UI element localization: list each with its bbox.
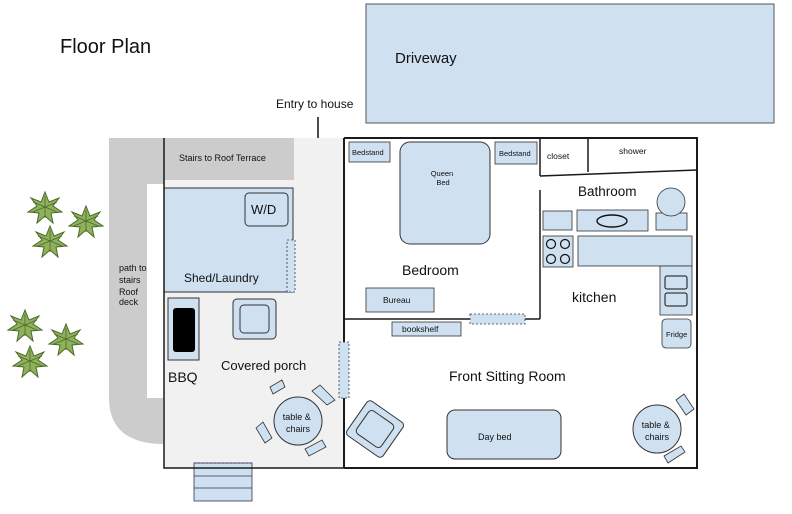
bureau xyxy=(365,287,435,313)
house-outer-wall xyxy=(344,137,698,469)
bbq-label: BBQ xyxy=(168,369,198,385)
kitchen-counter xyxy=(577,235,693,267)
sitting-chair-small xyxy=(675,393,695,416)
burner-icon xyxy=(545,238,557,250)
bedroom-door xyxy=(469,313,526,325)
bathroom-label: Bathroom xyxy=(578,184,637,199)
day-bed-label: Day bed xyxy=(478,432,512,442)
bookshelf-label: bookshelf xyxy=(402,324,439,334)
porch-chair-small xyxy=(311,384,336,406)
bureau-label: Bureau xyxy=(383,295,411,305)
porch-chair-seat xyxy=(239,304,270,334)
porch-chair-small xyxy=(269,379,286,395)
kitchen-cabinet xyxy=(659,265,693,316)
fridge xyxy=(661,318,692,349)
washer-dryer xyxy=(244,192,289,227)
burner-icon xyxy=(559,238,571,250)
day-bed xyxy=(446,409,562,460)
front-door xyxy=(338,341,350,399)
bath-cabinet xyxy=(542,210,573,231)
bedstand-right-label: Bedstand xyxy=(499,149,531,158)
shed-door xyxy=(286,239,296,293)
bedstand-right xyxy=(494,141,538,165)
cabinet-drawer xyxy=(664,292,688,307)
porch-chair-small xyxy=(304,439,327,457)
bathroom-wall xyxy=(539,169,698,177)
porch-chair-small xyxy=(255,421,273,444)
plant-icon xyxy=(48,323,84,356)
queen-bed xyxy=(399,141,491,245)
porch-outline xyxy=(163,138,344,469)
toilet-icon xyxy=(656,187,686,217)
stairs-label: Stairs to Roof Terrace xyxy=(179,153,266,163)
shed-label: Shed/Laundry xyxy=(184,271,259,285)
queen-bed-label: Queen Bed xyxy=(431,169,456,187)
cabinet-drawer xyxy=(664,275,688,290)
wd-label: W/D xyxy=(251,202,276,217)
porch-table-label: table & chairs xyxy=(283,412,314,434)
covered-porch-label: Covered porch xyxy=(221,358,306,373)
sitting-chair-small xyxy=(663,445,686,464)
closet-label: closet xyxy=(547,151,570,161)
bookshelf xyxy=(391,321,462,337)
plant-icon xyxy=(12,345,48,378)
driveway-area xyxy=(365,3,775,124)
bedroom-label: Bedroom xyxy=(402,262,459,278)
stove xyxy=(542,235,574,268)
page-title: Floor Plan xyxy=(60,36,151,58)
fridge-label: Fridge xyxy=(666,330,687,339)
plant-icon xyxy=(27,191,63,224)
sink-icon xyxy=(596,214,628,228)
kitchen-label: kitchen xyxy=(572,289,616,305)
plant-icon xyxy=(7,309,43,342)
shower-label: shower xyxy=(619,146,647,156)
path-label: path to stairs Roof deck xyxy=(119,263,149,307)
plant-icon xyxy=(68,205,104,238)
bedstand-left xyxy=(348,141,391,163)
bedstand-left-label: Bedstand xyxy=(352,148,384,157)
entry-label: Entry to house xyxy=(276,97,354,111)
sitting-table-label: table & chairs xyxy=(642,420,673,442)
driveway-label: Driveway xyxy=(395,50,457,67)
bbq-grate xyxy=(173,308,195,352)
burner-icon xyxy=(545,253,557,265)
burner-icon xyxy=(559,253,571,265)
stairs-block xyxy=(164,138,294,180)
path-to-roof-deck xyxy=(109,138,164,444)
sitting-table xyxy=(632,404,682,454)
plant-icon xyxy=(32,225,68,258)
porch-table xyxy=(273,396,323,446)
front-sitting-room-label: Front Sitting Room xyxy=(449,368,566,384)
armchair xyxy=(346,400,404,458)
